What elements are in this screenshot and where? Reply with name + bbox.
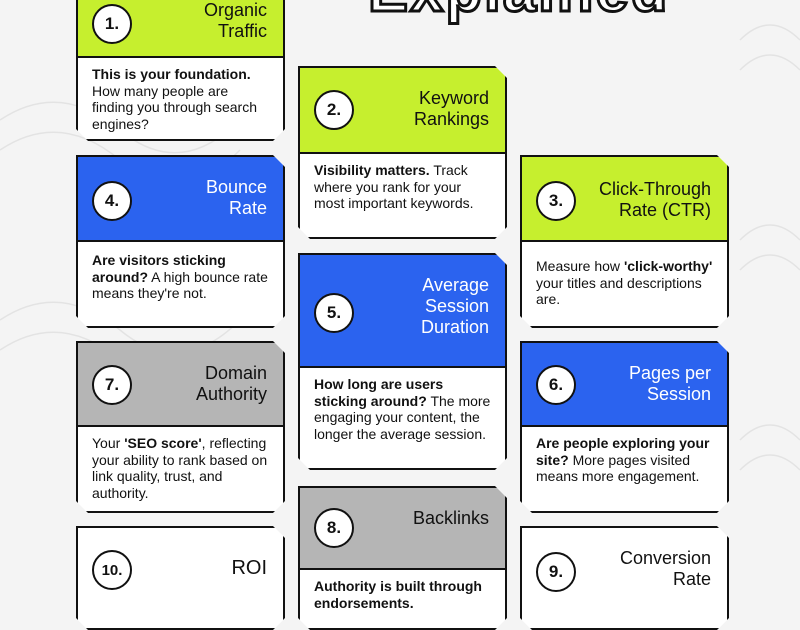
card-number-badge: 3. (536, 181, 576, 221)
card-description: Visibility matters. Track where you rank… (314, 162, 474, 211)
card-description-bold: 'SEO score' (124, 435, 202, 451)
card-header: 8. Backlinks (300, 488, 505, 570)
card-number-badge: 5. (314, 293, 354, 333)
card-number-badge: 2. (314, 90, 354, 130)
card-description: Measure how 'click-worthy' your titles a… (536, 258, 713, 307)
card-description: Your 'SEO score', reflecting your abilit… (92, 435, 268, 501)
card-roi: 10. ROI (76, 526, 285, 630)
card-description: Are people exploring your site? More pag… (536, 435, 710, 484)
card-number-badge: 4. (92, 181, 132, 221)
card-number-badge: 9. (536, 552, 576, 592)
card-description-bold: Authority is built through endorsements. (314, 578, 482, 611)
card-number-badge: 7. (92, 365, 132, 405)
card-description-bold: Are visitors sticking around? (92, 252, 226, 285)
card-number-badge: 1. (92, 4, 132, 44)
card-title: ROI (231, 557, 267, 579)
card-description-bold: Are people exploring your site? (536, 435, 710, 468)
card-description: Authority is built through endorsements. (300, 570, 505, 619)
card-description-bold: This is your foundation. (92, 66, 251, 82)
card-title: Backlinks (412, 508, 489, 528)
card-header: 10. ROI (78, 528, 283, 628)
page-title: Explained (366, 0, 669, 26)
card-number-badge: 10. (92, 550, 132, 590)
card-description-bold: How long are users sticking around? (314, 376, 444, 409)
card-backlinks: 8. Backlinks Authority is built through … (298, 486, 507, 630)
card-description-bold: 'click-worthy' (623, 258, 713, 274)
card-number-badge: 6. (536, 365, 576, 405)
card-description: How long are users sticking around? The … (314, 376, 491, 442)
card-description: Are visitors sticking around? A high bou… (92, 252, 268, 301)
card-description-bold: Visibility matters. (314, 162, 430, 178)
card-description: This is your foundation. How many people… (92, 66, 257, 132)
card-number-badge: 8. (314, 508, 354, 548)
